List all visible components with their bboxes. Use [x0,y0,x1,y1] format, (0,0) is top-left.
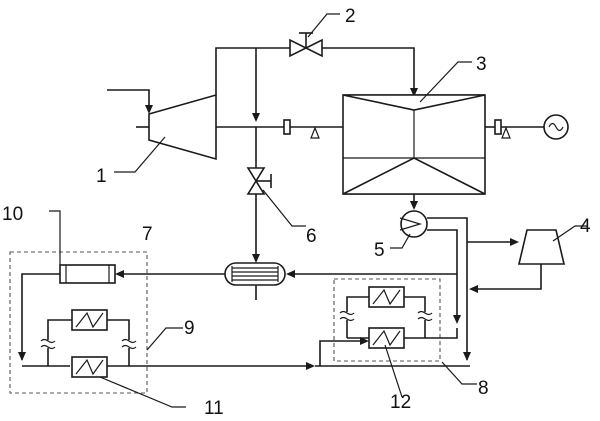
branch-down-arrow [252,113,260,122]
label-7: 7 [142,224,153,245]
unit-12 [368,327,405,349]
shaft-coupling-1 [283,119,291,135]
shaft-coupling-2 [494,119,502,135]
sub8-right-break [417,310,433,322]
top-pipe-arrow [410,88,418,97]
sub9-right-connector [107,319,130,340]
label-1: 1 [96,166,107,187]
sub9-left-connector [47,319,72,340]
label-4: 4 [580,216,591,237]
subsystem-9-boundary [9,251,148,394]
top-pipe [215,47,290,95]
sub8-right-connector [404,296,426,312]
sub8-inlet-arrow [360,337,369,345]
unit-10 [59,264,116,284]
left-loop-arrow [18,352,26,361]
label-8: 8 [478,378,489,399]
valve-6 [246,167,272,195]
tube-heat-exchanger [224,262,286,286]
unit-11 [71,356,108,378]
label-6: 6 [306,226,317,247]
hx-to-10-arrow [115,270,124,278]
left-loop-line [21,273,60,360]
small-hx-9-top [71,309,108,331]
inlet-arrow [145,105,153,114]
generator-sine-icon [548,122,564,132]
unit12-connector-right [404,328,458,339]
turbine-exhaust-arrow [410,201,418,210]
subsystem-8-boundary [333,278,441,362]
label-11: 11 [204,398,224,419]
to-hx-right-arrow [286,270,295,278]
condenser-return-arrow [453,315,461,324]
label-5: 5 [374,240,385,261]
to-unit-4-arrow [510,238,519,246]
label-2: 2 [345,6,356,27]
cooling-tower-4 [517,229,566,265]
small-hx-8-top [368,286,405,308]
shaft-bearing-1 [310,126,320,139]
sub8-left-connector [346,296,369,312]
condenser-return-line [427,229,458,320]
condenser-outlet-arrow [463,352,471,361]
sub9-right-break [121,338,137,350]
label-3: 3 [476,54,487,75]
condenser-outlet-line [427,217,468,360]
label-12: 12 [390,392,411,413]
condenser-5 [399,210,428,238]
sub8-inlet-line [319,340,360,366]
bottom-line-arrow [306,362,315,370]
extraction-arrow [252,254,260,263]
sub9-left-break [40,338,56,350]
valve-2 [289,32,323,58]
label-9: 9 [184,318,195,339]
from-unit-4-line [476,264,542,290]
sub8-left-break [339,310,355,322]
from-unit-4-arrow [469,285,478,293]
inlet-line [107,89,150,112]
leader-lines [49,13,588,408]
turbine-3 [342,94,486,195]
top-pipe-right [322,47,415,95]
compressor-1 [148,93,217,161]
label-10: 10 [2,204,23,225]
shaft-bearing-2 [501,126,511,139]
